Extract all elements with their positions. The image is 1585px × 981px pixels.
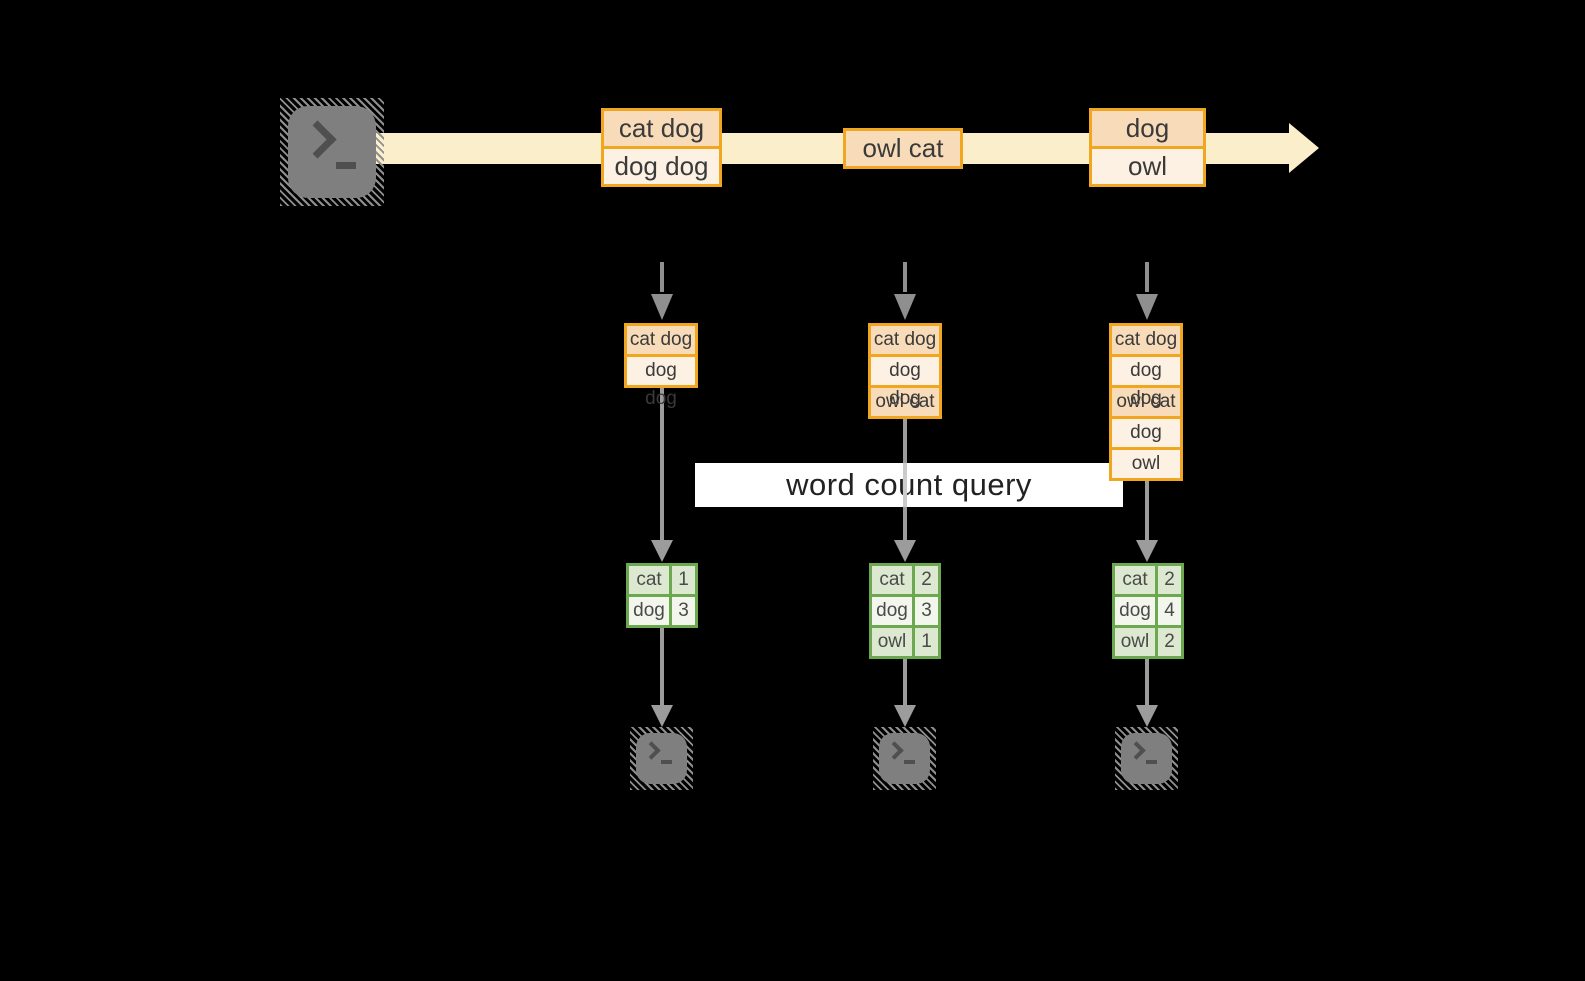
stream-message-box-1: cat dog dog dog (601, 108, 722, 187)
result-table-3: cat 2 dog 4 owl 2 (1112, 563, 1184, 659)
prompt-underscore-icon (336, 162, 356, 169)
arrowhead-icon (1136, 540, 1158, 562)
count-cell: 1 (912, 628, 938, 656)
word-cell: cat (636, 569, 662, 590)
count-cell: 3 (912, 597, 938, 625)
stream-message-box-3: dog owl (1089, 108, 1206, 187)
terminal-input-icon (280, 98, 384, 206)
connector-line (660, 385, 664, 543)
word-cell: cat (1122, 569, 1148, 590)
word-cell: dog (633, 600, 665, 621)
stream-arrowhead-icon (1289, 123, 1319, 173)
terminal-screen (1121, 733, 1172, 784)
arrowhead-icon (651, 540, 673, 562)
batch-row: owl cat (1112, 385, 1180, 416)
arrowhead-icon (1136, 705, 1158, 727)
batch-stack-3: cat dog dog dog owl cat dog owl (1109, 323, 1183, 481)
table-row: cat 1 (629, 566, 695, 594)
query-band: word count query (695, 463, 1123, 507)
stream-message: owl cat (846, 131, 960, 166)
dashed-arrow-line (660, 262, 664, 292)
arrowhead-icon (894, 540, 916, 562)
table-row: dog 3 (629, 594, 695, 625)
word-cell: dog (1119, 600, 1151, 621)
arrowhead-icon (894, 705, 916, 727)
terminal-output-icon (1115, 727, 1178, 790)
prompt-underscore-icon (1146, 760, 1157, 764)
batch-row: cat dog (871, 326, 939, 354)
prompt-chevron-icon (642, 741, 661, 760)
count-cell: 3 (669, 597, 695, 625)
stream-message: cat dog (604, 111, 719, 146)
prompt-underscore-icon (904, 760, 915, 764)
count-cell: 4 (1155, 597, 1181, 625)
batch-row: dog dog (1112, 354, 1180, 409)
table-row: dog 4 (1115, 594, 1181, 625)
stream-message: owl (1092, 146, 1203, 184)
terminal-output-icon (630, 727, 693, 790)
terminal-screen (636, 733, 687, 784)
connector-line (903, 658, 907, 707)
word-cell: owl (1120, 631, 1150, 652)
stream-message-box-2: owl cat (843, 128, 963, 169)
result-table-2: cat 2 dog 3 owl 1 (869, 563, 941, 659)
count-cell: 2 (1155, 566, 1181, 594)
terminal-screen (288, 106, 376, 198)
connector-line (1145, 479, 1149, 543)
batch-row: cat dog (627, 326, 695, 354)
table-row: owl 1 (872, 625, 938, 656)
batch-row: dog (1112, 416, 1180, 447)
terminal-output-icon (873, 727, 936, 790)
prompt-chevron-icon (1127, 741, 1146, 760)
batch-row: cat dog (1112, 326, 1180, 354)
batch-row: owl cat (871, 385, 939, 416)
table-row: cat 2 (872, 566, 938, 594)
count-cell: 2 (912, 566, 938, 594)
count-cell: 1 (669, 566, 695, 594)
table-row: owl 2 (1115, 625, 1181, 656)
table-row: dog 3 (872, 594, 938, 625)
stream-message: dog dog (604, 146, 719, 184)
prompt-chevron-icon (885, 741, 904, 760)
result-table-1: cat 1 dog 3 (626, 563, 698, 628)
connector-line (1145, 658, 1149, 707)
terminal-screen (879, 733, 930, 784)
dashed-arrowhead-icon (894, 294, 916, 320)
pass-through-line (903, 463, 907, 507)
word-cell: cat (879, 569, 905, 590)
query-label: word count query (786, 467, 1032, 502)
word-cell: owl (877, 631, 907, 652)
batch-row: dog dog (871, 354, 939, 409)
prompt-chevron-icon (298, 120, 337, 159)
dashed-arrow-line (1145, 262, 1149, 292)
dashed-arrowhead-icon (1136, 294, 1158, 320)
arrowhead-icon (651, 705, 673, 727)
dashed-arrow-line (903, 262, 907, 292)
connector-line (660, 627, 664, 707)
count-cell: 2 (1155, 628, 1181, 656)
batch-stack-1: cat dog dog dog (624, 323, 698, 409)
word-cell: dog (876, 600, 908, 621)
table-row: cat 2 (1115, 566, 1181, 594)
dashed-arrowhead-icon (651, 294, 673, 320)
prompt-underscore-icon (661, 760, 672, 764)
batch-row: owl (1112, 447, 1180, 478)
stream-message: dog (1092, 111, 1203, 146)
batch-stack-2: cat dog dog dog owl cat (868, 323, 942, 419)
batch-row: dog dog (627, 354, 695, 409)
